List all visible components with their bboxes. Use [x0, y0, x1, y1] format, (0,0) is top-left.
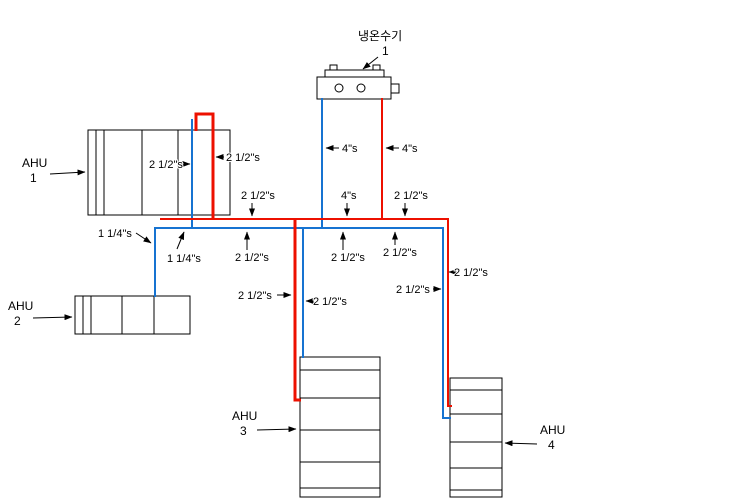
pipe-label: 4 [548, 438, 555, 452]
leader-arrow [49, 169, 86, 176]
pipe-label: 냉온수기 [358, 29, 402, 43]
pipe-label: 1 1/4"s [167, 253, 201, 265]
pipe-label: 3 [240, 424, 247, 438]
ahu-3-outline [299, 356, 381, 498]
pipe-label: 2 1/2"s [383, 247, 417, 259]
equipment-group [74, 64, 503, 498]
pipe-label: 1 1/4"s [98, 228, 132, 240]
pipe-supply-main [154, 227, 451, 419]
leader-arrow [32, 314, 73, 321]
chiller-side-nub [390, 83, 400, 94]
pipe-label: 2 1/2"s [226, 152, 260, 164]
pipe-return-main [160, 218, 452, 407]
pipe-label: 2 1/2"s [331, 252, 365, 264]
pipe-label: 2 1/2"s [396, 284, 430, 296]
pipe-label: AHU [8, 299, 33, 313]
pipe-label: 1 [382, 44, 389, 58]
pipe-label: 2 1/2"s [394, 190, 428, 202]
chiller-top-plate [324, 69, 385, 78]
pipe-label: AHU [540, 423, 565, 437]
leader-arrow [504, 440, 538, 447]
leader-arrow [135, 232, 152, 244]
pipe-label: 2 1/2"s [454, 267, 488, 279]
ahu-4-outline [449, 377, 503, 498]
leader-arrow [256, 426, 297, 433]
chiller-flange-bolt [372, 64, 381, 71]
pipe-label: AHU [22, 156, 47, 170]
pipe-label: 2 1/2"s [149, 159, 183, 171]
pipe-label: 2 1/2"s [235, 252, 269, 264]
pipe-label: 4"s [402, 143, 418, 155]
leader-arrow [176, 231, 185, 250]
pipe-label: 4"s [341, 190, 357, 202]
pipe-label: 2 [14, 314, 21, 328]
pipe-return-ahu1-loop [194, 112, 215, 220]
chiller-flange-bolt [329, 64, 338, 71]
ahu-1-outline [87, 129, 231, 216]
leader-arrow [362, 56, 379, 70]
pipe-label: 2 1/2"s [238, 290, 272, 302]
ahu-2-outline [74, 295, 191, 335]
pipe-label: 2 1/2"s [241, 190, 275, 202]
pipe-label: AHU [232, 409, 257, 423]
pipe-label: 2 1/2"s [313, 296, 347, 308]
pipe-label: 4"s [342, 143, 358, 155]
chiller-port [334, 83, 344, 93]
pipes-group [154, 98, 452, 419]
pipe-return-ahu3-drop [293, 219, 301, 402]
pipe-label: 1 [30, 171, 37, 185]
chiller-body [316, 76, 392, 100]
chiller-port [356, 83, 366, 93]
